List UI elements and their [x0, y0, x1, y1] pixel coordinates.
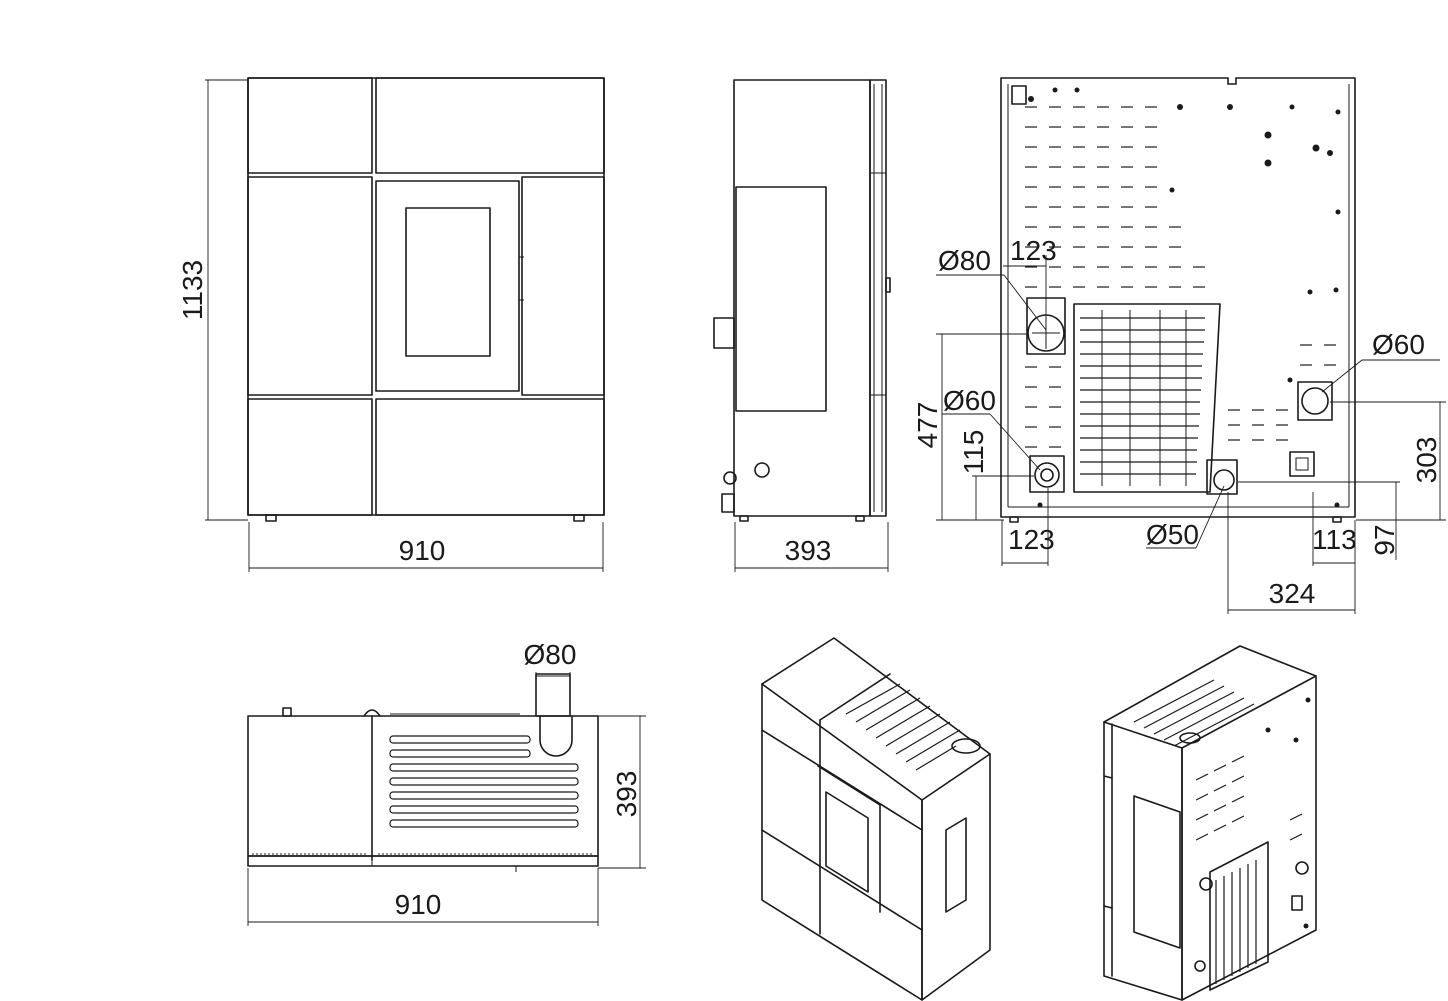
top-view: Ø80 393 910 — [247, 639, 646, 926]
rear-inlet-height-label: 115 — [958, 430, 989, 475]
rear-left-offset-label: 123 — [1008, 524, 1055, 555]
rear-left-inlet-diameter-label: Ø60 — [943, 385, 996, 416]
top-width-label: 910 — [395, 889, 442, 920]
rear-fixing-holes — [1028, 87, 1341, 508]
side-view: 393 — [713, 79, 891, 572]
front-width-label: 910 — [399, 535, 446, 566]
rear-view: Ø80 123 477 Ø60 115 123 Ø50 Ø60 3 — [912, 77, 1446, 614]
rear-right-height-label: 303 — [1411, 437, 1442, 484]
rear-right-low-label: 97 — [1369, 524, 1400, 555]
rear-flue-offset-label: 123 — [1010, 235, 1057, 266]
isometric-rear-view — [1103, 645, 1317, 1001]
rear-vent-slots — [1025, 106, 1336, 448]
rear-right-inlet-diameter-label: Ø60 — [1372, 329, 1425, 360]
rear-bottom-outlet-diameter-label: Ø50 — [1146, 519, 1199, 550]
rear-flue-height-label: 477 — [912, 402, 943, 449]
isometric-front-view — [761, 637, 991, 1001]
rear-flue-diameter-label: Ø80 — [938, 245, 991, 276]
front-view: 1133 910 — [177, 77, 605, 572]
rear-bottom-offset-label: 324 — [1269, 578, 1316, 609]
front-height-label: 1133 — [177, 260, 208, 320]
rear-right-offset-label: 113 — [1312, 524, 1357, 555]
top-depth-label: 393 — [611, 771, 642, 818]
top-flue-diameter-label: Ø80 — [524, 639, 577, 670]
side-depth-label: 393 — [785, 535, 832, 566]
